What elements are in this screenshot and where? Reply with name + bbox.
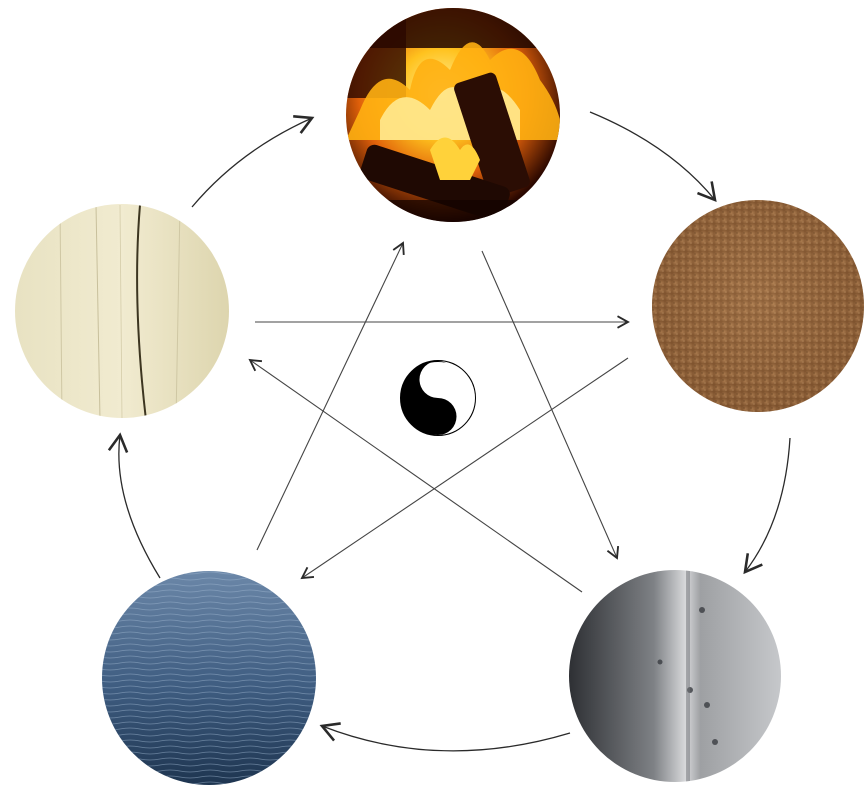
arrow-wood-to-fire <box>192 118 312 207</box>
arrow-water-to-wood <box>119 435 160 578</box>
metal-circle <box>569 570 781 782</box>
arrow-fire-to-metal <box>482 251 617 558</box>
yin-yang-icon <box>401 361 475 435</box>
arrow-water-to-fire <box>257 243 403 550</box>
fire-circle <box>346 8 560 230</box>
arrow-earth-to-metal <box>745 438 790 572</box>
earth-circle <box>652 200 864 412</box>
wood-circle <box>15 204 229 420</box>
water-circle <box>100 570 320 786</box>
arrow-metal-to-water <box>322 726 570 751</box>
arrow-fire-to-earth <box>590 112 715 200</box>
